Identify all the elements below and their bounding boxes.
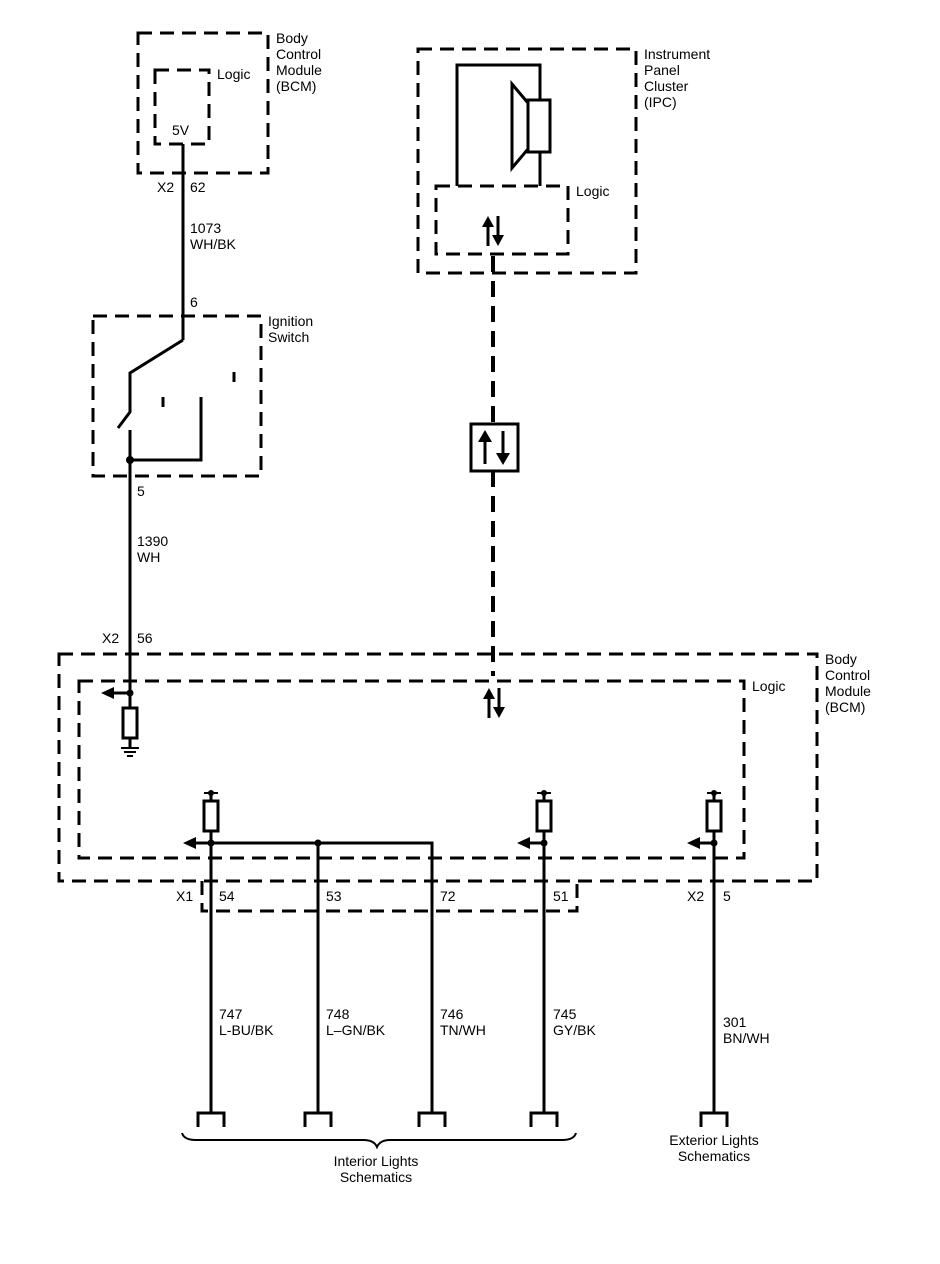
ipc-logic-outline bbox=[434, 184, 570, 256]
ignition-switch-outline bbox=[91, 314, 263, 478]
top-bcm-logic-label: Logic bbox=[217, 66, 250, 82]
instrument-panel-cluster: Instrument Panel Cluster (IPC) Logic bbox=[416, 46, 710, 275]
interior-lights-label-line-2: Schematics bbox=[340, 1169, 412, 1185]
wire-746-circuit: 746 bbox=[440, 1006, 464, 1022]
top-bcm-connector: X2 bbox=[157, 179, 174, 195]
bottom-bcm-label-line-3: Module bbox=[825, 683, 871, 699]
speaker-icon-magnet bbox=[526, 98, 552, 154]
input-sense-arrow-icon bbox=[101, 687, 114, 699]
wire-747-color: L-BU/BK bbox=[219, 1022, 274, 1038]
x2-output-connector-label: X2 bbox=[687, 888, 704, 904]
ignition-switch-label-line-1: Ignition bbox=[268, 313, 313, 329]
ipc-data-arrows-icon bbox=[482, 216, 504, 246]
ground-icon bbox=[121, 747, 139, 757]
output-driver-2 bbox=[517, 790, 553, 849]
terminal-747-icon bbox=[196, 1111, 226, 1127]
ignition-switch-label-line-2: Switch bbox=[268, 329, 309, 345]
input-pulldown-resistor bbox=[121, 706, 139, 740]
wire-747-circuit: 747 bbox=[219, 1006, 243, 1022]
bottom-bcm: Body Control Module (BCM) Logic X2 56 bbox=[57, 630, 871, 913]
speaker-icon-cone bbox=[510, 79, 530, 173]
ignition-switch: Ignition Switch 6 5 bbox=[91, 294, 313, 499]
wire-1390-circuit: 1390 bbox=[137, 533, 168, 549]
serial-data-symbol-icon bbox=[469, 422, 520, 473]
top-bcm: Logic 5V Body Control Module (BCM) X2 62 bbox=[136, 30, 322, 195]
bottom-bcm-logic-label: Logic bbox=[752, 678, 785, 694]
exterior-lights-label-line-1: Exterior Lights bbox=[669, 1132, 758, 1148]
exterior-lights-label-line-2: Schematics bbox=[678, 1148, 750, 1164]
wire-748-circuit: 748 bbox=[326, 1006, 350, 1022]
output-driver-1 bbox=[202, 790, 220, 847]
top-bcm-outline bbox=[136, 31, 270, 175]
x1-pin-53: 53 bbox=[326, 888, 342, 904]
wire-1390-color: WH bbox=[137, 549, 160, 565]
bottom-bcm-label-line-1: Body bbox=[825, 651, 857, 667]
bottom-bcm-label-line-4: (BCM) bbox=[825, 699, 865, 715]
x1-pin-51: 51 bbox=[553, 888, 569, 904]
top-bcm-pin: 62 bbox=[190, 179, 206, 195]
driver-1-arrow-icon bbox=[183, 837, 196, 849]
ignition-switch-pin-out: 5 bbox=[137, 483, 145, 499]
wire-1073-circuit: 1073 bbox=[190, 220, 221, 236]
terminal-748-icon bbox=[303, 1111, 333, 1127]
bottom-bcm-x2-connector: X2 bbox=[102, 630, 119, 646]
bottom-bcm-outline bbox=[57, 652, 819, 883]
ipc-label-line-2: Panel bbox=[644, 62, 680, 78]
wire-748-color: L–GN/BK bbox=[326, 1022, 386, 1038]
x1-connector-label: X1 bbox=[176, 888, 193, 904]
wire-745-color: GY/BK bbox=[553, 1022, 596, 1038]
interior-lights-label-line-1: Interior Lights bbox=[334, 1153, 419, 1169]
x1-pin-72: 72 bbox=[440, 888, 456, 904]
interior-lights-brace bbox=[181, 1132, 577, 1150]
wire-746-color: TN/WH bbox=[440, 1022, 486, 1038]
bcm-data-arrows-icon bbox=[483, 688, 505, 718]
ipc-speaker-circuit bbox=[455, 63, 542, 186]
ipc-label-line-4: (IPC) bbox=[644, 94, 677, 110]
output-driver-3 bbox=[687, 790, 723, 849]
bottom-bcm-x2-pin-input: 56 bbox=[137, 630, 153, 646]
bottom-bcm-logic-outline bbox=[77, 679, 746, 860]
ipc-logic-label: Logic bbox=[576, 183, 609, 199]
top-bcm-voltage-label: 5V bbox=[172, 122, 190, 138]
top-bcm-label-line-3: Module bbox=[276, 62, 322, 78]
x2-output-pin: 5 bbox=[723, 888, 731, 904]
top-bcm-label-line-4: (BCM) bbox=[276, 78, 316, 94]
terminal-745-icon bbox=[529, 1111, 559, 1127]
driver-3-arrow-icon bbox=[687, 837, 700, 849]
ignition-switch-contact-arm bbox=[116, 338, 184, 429]
ignition-switch-pin-in: 6 bbox=[190, 294, 198, 310]
wire-745-circuit: 745 bbox=[553, 1006, 577, 1022]
driver-2-arrow-icon bbox=[517, 837, 530, 849]
top-bcm-label-line-2: Control bbox=[276, 46, 321, 62]
wire-301-color: BN/WH bbox=[723, 1030, 770, 1046]
terminal-301-icon bbox=[699, 1111, 729, 1127]
wire-301-circuit: 301 bbox=[723, 1014, 747, 1030]
bottom-bcm-label-line-2: Control bbox=[825, 667, 870, 683]
x1-connector-outline bbox=[200, 881, 579, 913]
terminal-746-icon bbox=[417, 1111, 447, 1127]
wire-1073-color: WH/BK bbox=[190, 236, 237, 252]
x1-pin-54: 54 bbox=[219, 888, 235, 904]
ipc-label-line-3: Cluster bbox=[644, 78, 689, 94]
top-bcm-label-line-1: Body bbox=[276, 30, 308, 46]
ignition-switch-output-path bbox=[130, 397, 203, 462]
ipc-outline bbox=[416, 47, 638, 275]
ipc-label-line-1: Instrument bbox=[644, 46, 710, 62]
